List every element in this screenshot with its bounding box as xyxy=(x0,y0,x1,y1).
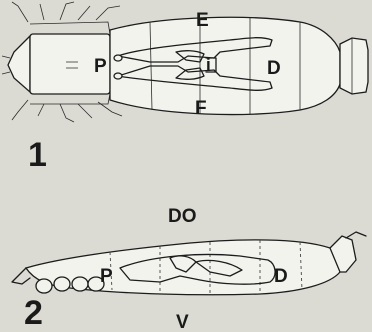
figure-1-tail xyxy=(340,38,368,94)
figure-1-label-P: P xyxy=(94,56,107,77)
figure-2-label-V: V xyxy=(176,312,189,332)
figure-1-drawing xyxy=(2,2,368,122)
figure-2-drawing xyxy=(12,232,366,296)
figure-1-label-E: E xyxy=(196,10,209,31)
figure-1-head xyxy=(8,36,30,92)
figure-2-label-P: P xyxy=(100,266,113,287)
figure-1-label-i: i xyxy=(206,55,211,74)
figure-1-number: 1 xyxy=(28,136,47,174)
figure-2-label-D: D xyxy=(274,266,288,287)
figure-1-label-D: D xyxy=(267,58,281,79)
figure-2-label-DO: DO xyxy=(168,206,197,227)
figure-1-label-F: F xyxy=(195,98,207,119)
figure-2-number: 2 xyxy=(24,294,43,332)
figure-1-abdomen xyxy=(110,17,340,114)
